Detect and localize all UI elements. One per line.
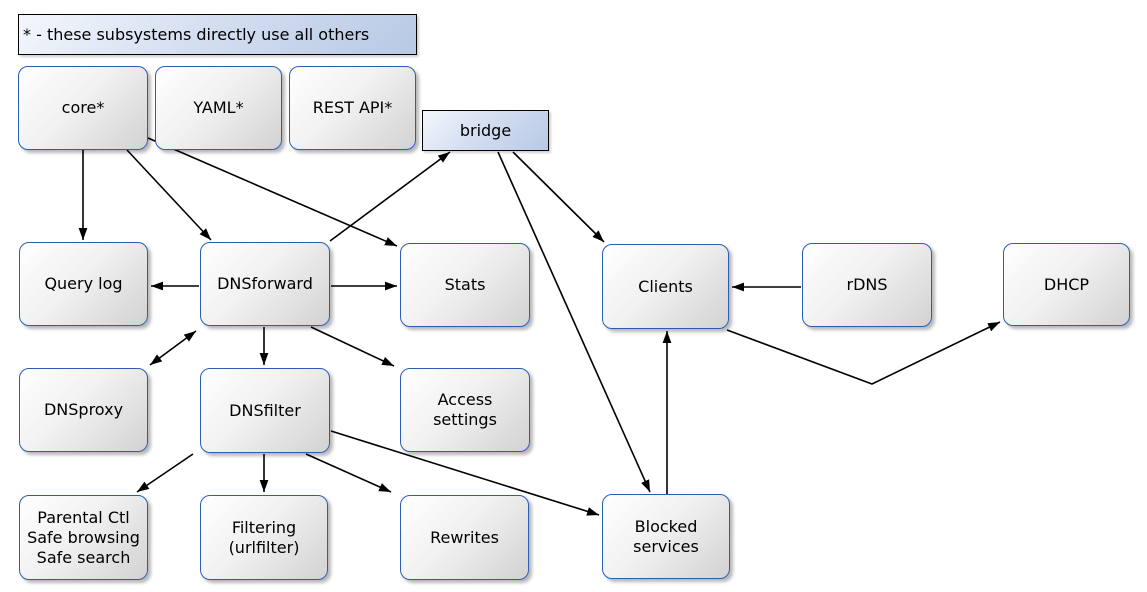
edge-dnsforward-to-access_settings — [310, 326, 395, 367]
node-stats: Stats — [400, 243, 530, 327]
node-bridge-label: bridge — [459, 120, 512, 140]
node-query-log: Query log — [19, 242, 148, 326]
edge-bridge-to-clients — [512, 151, 605, 243]
node-dnsproxy-label: DNSproxy — [43, 400, 124, 419]
node-clients-label: Clients — [638, 276, 693, 296]
edge-core-to-stats — [147, 137, 398, 247]
node-blocked-services: Blocked services — [602, 494, 730, 579]
node-dnsforward-label: DNSforward — [217, 274, 313, 293]
edge-dnsfilter-to-rewrites — [305, 453, 392, 493]
edge-dnsfilter-to-parental — [136, 453, 194, 493]
node-query-log-label: Query log — [44, 274, 123, 293]
node-bridge: bridge — [422, 110, 549, 151]
node-yaml-label: YAML* — [193, 98, 244, 117]
legend-note: * - these subsystems directly use all ot… — [18, 14, 417, 55]
node-parental: Parental Ctl Safe browsing Safe search — [19, 495, 148, 580]
node-filtering-label: Filtering (urlfilter) — [228, 517, 300, 557]
node-yaml: YAML* — [155, 66, 282, 150]
node-blocked-services-label: Blocked services — [633, 516, 699, 556]
node-rewrites: Rewrites — [400, 495, 529, 580]
node-rdns: rDNS — [802, 243, 932, 327]
node-parental-label: Parental Ctl Safe browsing Safe search — [27, 507, 140, 567]
node-core-label: core* — [61, 98, 105, 117]
node-dnsproxy: DNSproxy — [19, 368, 148, 452]
node-access-settings-label: Access settings — [433, 390, 497, 429]
edge-dnsforward-to-bridge — [329, 151, 451, 242]
node-dnsfilter-label: DNSfilter — [229, 400, 301, 420]
node-dnsforward: DNSforward — [200, 242, 330, 326]
node-clients: Clients — [602, 244, 729, 329]
node-rest-api-label: REST API* — [312, 98, 393, 117]
node-rewrites-label: Rewrites — [430, 527, 499, 547]
node-access-settings: Access settings — [400, 368, 530, 452]
edge-core-to-dnsforward — [126, 149, 212, 241]
edge-dnsforward-to-dnsproxy — [149, 330, 197, 366]
node-filtering: Filtering (urlfilter) — [200, 495, 328, 580]
node-stats-label: Stats — [444, 275, 486, 294]
node-core: core* — [18, 66, 148, 150]
node-dhcp-label: DHCP — [1043, 274, 1090, 294]
node-dnsfilter: DNSfilter — [200, 368, 330, 453]
legend-label: * - these subsystems directly use all ot… — [23, 24, 370, 44]
node-dhcp: DHCP — [1003, 243, 1130, 326]
edge-clients-to-dhcp — [726, 321, 1001, 385]
node-rest-api: REST API* — [289, 66, 416, 150]
node-rdns-label: rDNS — [846, 275, 888, 294]
